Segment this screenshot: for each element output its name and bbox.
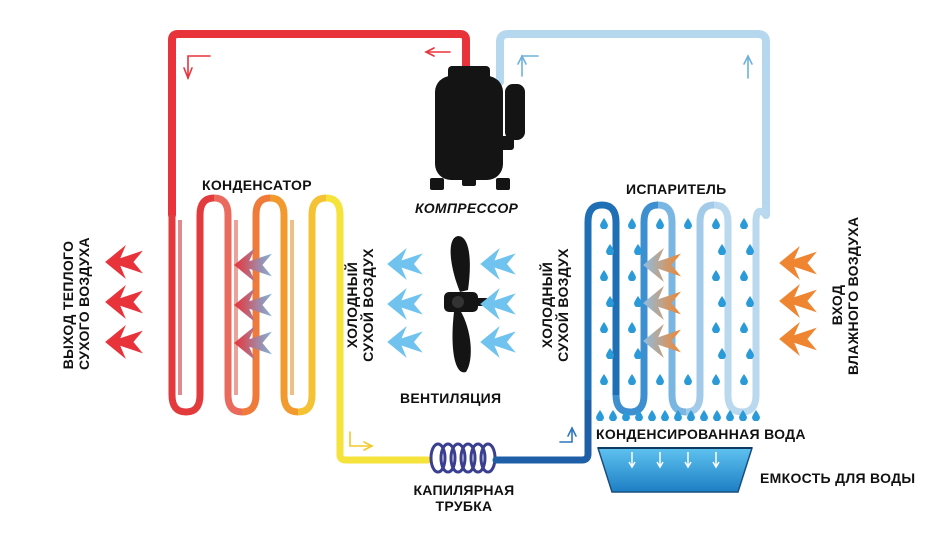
flow-arrows-top xyxy=(183,47,753,81)
water-drop-icon xyxy=(740,270,748,281)
cold-dry-air-right-label: ХОЛОДНЫЙ СУХОЙ ВОЗДУХ xyxy=(539,245,573,365)
airflow-arrow-icon xyxy=(387,288,423,320)
evaporator-label: ИСПАРИТЕЛЬ xyxy=(626,181,727,197)
cold-dry-air-left-label: ХОЛОДНЫЙ СУХОЙ ВОЗДУХ xyxy=(344,245,378,365)
water-drop-icon xyxy=(712,270,720,281)
water-tank-icon xyxy=(596,447,754,493)
capillary-tube-label-line2: ТРУБКА xyxy=(435,498,493,514)
ventilation-label: ВЕНТИЛЯЦИЯ xyxy=(400,390,502,406)
water-drop-icon xyxy=(740,218,748,229)
water-drop-icon xyxy=(648,410,656,421)
airflow-arrow-icon xyxy=(387,248,423,280)
airflow-arrow-icon xyxy=(480,326,516,358)
cold-arrows-right xyxy=(480,248,516,358)
airflow-arrow-icon xyxy=(105,325,143,359)
water-drop-icon xyxy=(700,410,708,421)
compressor-label: КОМПРЕССОР xyxy=(415,200,519,216)
water-drop-icon xyxy=(713,410,721,421)
inlet-air-label-line1: ВХОД xyxy=(829,284,845,326)
refrigerant-line-hot xyxy=(168,30,470,219)
water-drop-icon xyxy=(609,410,617,421)
condenser-label: КОНДЕНСАТОР xyxy=(202,177,312,193)
airflow-arrow-icon xyxy=(105,285,143,319)
outlet-air-label-line2: СУХОГО ВОЗДУХА xyxy=(76,237,92,370)
inlet-air-label-line2: ВЛАЖНОГО ВОЗДУХА xyxy=(845,216,861,375)
airflow-arrow-icon xyxy=(480,288,516,320)
water-drop-icon xyxy=(656,374,664,385)
water-drop-icon xyxy=(600,218,608,229)
airflow-arrow-icon xyxy=(105,245,143,279)
water-drop-icon xyxy=(628,322,636,333)
cold-arrows-left xyxy=(387,248,423,358)
outlet-air-label: ВЫХОД ТЕПЛОГО СУХОГО ВОЗДУХА xyxy=(60,237,94,370)
condenser-coil-front xyxy=(178,220,294,395)
airflow-arrow-icon xyxy=(779,284,817,318)
water-drop-icon xyxy=(600,322,608,333)
water-drop-icon xyxy=(740,322,748,333)
inlet-air-label: ВХОД ВЛАЖНОГО ВОЗДУХА xyxy=(829,216,863,375)
cold-dry-air-left-line1: ХОЛОДНЫЙ xyxy=(344,261,360,349)
cold-dry-air-right-line2: СУХОЙ ВОЗДУХ xyxy=(555,248,571,362)
airflow-arrow-icon xyxy=(779,322,817,356)
water-drops xyxy=(596,218,760,421)
outlet-air-label-line1: ВЫХОД ТЕПЛОГО xyxy=(60,240,76,370)
water-drop-icon xyxy=(596,410,604,421)
water-drop-icon xyxy=(684,374,692,385)
water-drop-icon xyxy=(628,270,636,281)
capillary-tube-label: КАПИЛЯРНАЯ ТРУБКА xyxy=(399,482,529,514)
water-tank-label: ЕМКОСТЬ ДЛЯ ВОДЫ xyxy=(760,470,916,486)
fan-icon xyxy=(444,236,488,373)
water-drop-icon xyxy=(628,218,636,229)
water-drop-icon xyxy=(600,270,608,281)
water-drop-icon xyxy=(684,218,692,229)
cold-dry-air-right-line1: ХОЛОДНЫЙ xyxy=(539,261,555,349)
water-drop-icon xyxy=(712,374,720,385)
inlet-arrows xyxy=(779,246,817,356)
refrigerant-line-to-evaporator xyxy=(492,396,592,464)
condensed-water-label: КОНДЕНСИРОВАННАЯ ВОДА xyxy=(596,426,806,442)
refrigerant-line-cold xyxy=(496,30,770,219)
water-drop-icon xyxy=(656,218,664,229)
water-drop-icon xyxy=(600,374,608,385)
capillary-coil-icon xyxy=(429,442,497,474)
water-drop-icon xyxy=(740,374,748,385)
capillary-tube-label-line1: КАПИЛЯРНАЯ xyxy=(413,482,515,498)
water-drop-icon xyxy=(712,218,720,229)
airflow-arrow-icon xyxy=(387,326,423,358)
evaporator-coil xyxy=(584,201,769,416)
cold-dry-air-left-line2: СУХОЙ ВОЗДУХ xyxy=(360,248,376,362)
airflow-arrow-icon xyxy=(779,246,817,280)
refrigerant-line-to-capillary xyxy=(336,391,432,464)
water-drop-icon xyxy=(628,374,636,385)
condenser-arrows xyxy=(234,248,272,360)
water-drop-icon xyxy=(712,322,720,333)
outlet-arrows xyxy=(105,245,143,359)
water-drop-icon xyxy=(661,410,669,421)
compressor-icon xyxy=(430,66,525,190)
airflow-arrow-icon xyxy=(480,248,516,280)
